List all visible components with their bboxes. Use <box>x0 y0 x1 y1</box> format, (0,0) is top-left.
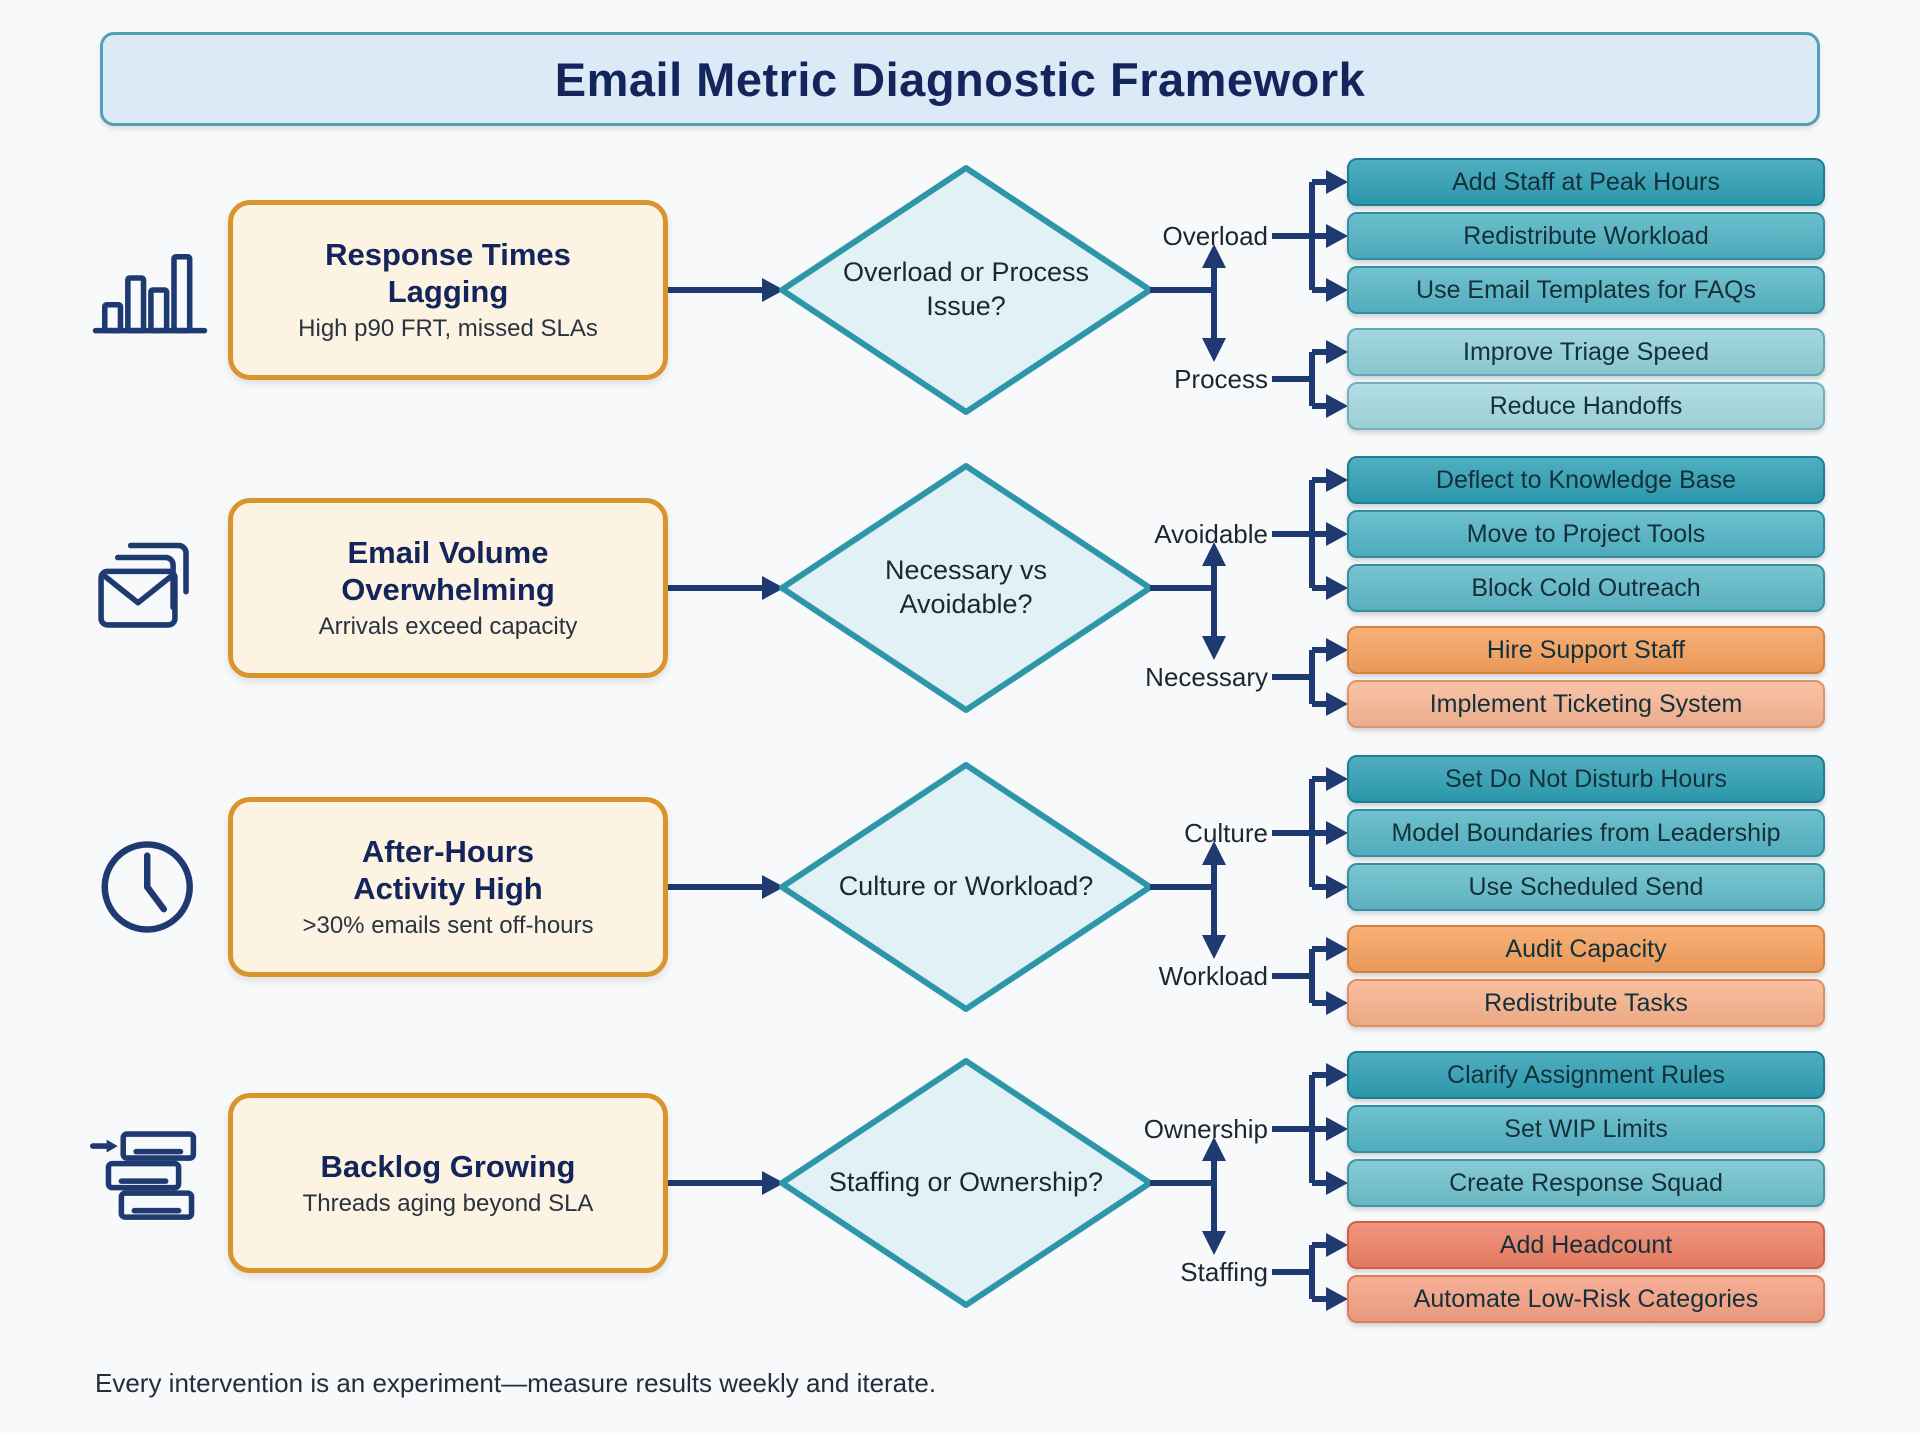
branch-label: Staffing <box>1180 1257 1268 1287</box>
action-box: Audit Capacity <box>1347 925 1825 973</box>
action-box: Clarify Assignment Rules <box>1347 1051 1825 1099</box>
action-box: Add Staff at Peak Hours <box>1347 158 1825 206</box>
action-box: Improve Triage Speed <box>1347 328 1825 376</box>
action-box: Use Scheduled Send <box>1347 863 1825 911</box>
problem-subtitle: >30% emails sent off-hours <box>302 912 594 940</box>
page-title: Email Metric Diagnostic Framework <box>554 52 1366 106</box>
title-box: Email Metric Diagnostic Framework <box>100 32 1820 126</box>
backlog-stack-icon <box>85 1118 215 1248</box>
problem-title: Backlog Growing <box>320 1148 576 1184</box>
problem-card: Backlog Growing Threads aging beyond SLA <box>228 1093 668 1273</box>
branch-label: Ownership <box>1143 1114 1268 1144</box>
problem-title: After-Hours Activity High <box>353 834 543 906</box>
branch-label: Process <box>1174 364 1268 394</box>
action-box: Reduce Handoffs <box>1347 382 1825 430</box>
problem-card: After-Hours Activity High >30% emails se… <box>228 797 668 977</box>
decision-question: Overload or Process Issue? <box>842 257 1090 321</box>
problem-subtitle: Arrivals exceed capacity <box>318 613 578 641</box>
action-box: Move to Project Tools <box>1347 510 1825 558</box>
decision-question: Culture or Workload? <box>838 871 1094 902</box>
envelopes-icon <box>85 523 215 653</box>
action-box: Set WIP Limits <box>1347 1105 1825 1153</box>
action-box: Automate Low-Risk Categories <box>1347 1275 1825 1323</box>
problem-card: Response Times Lagging High p90 FRT, mis… <box>228 200 668 380</box>
branch-label: Necessary <box>1145 662 1268 692</box>
problem-subtitle: Threads aging beyond SLA <box>302 1190 594 1218</box>
branch-label: Culture <box>1184 818 1268 848</box>
problem-title: Response Times Lagging <box>325 237 571 309</box>
problem-title: Email Volume Overwhelming <box>341 535 555 607</box>
action-box: Create Response Squad <box>1347 1159 1825 1207</box>
bar-chart-icon <box>85 225 215 355</box>
action-box: Add Headcount <box>1347 1221 1825 1269</box>
clock-icon <box>85 822 215 952</box>
action-box: Use Email Templates for FAQs <box>1347 266 1825 314</box>
decision-question: Staffing or Ownership? <box>828 1167 1104 1198</box>
action-box: Model Boundaries from Leadership <box>1347 809 1825 857</box>
action-box: Deflect to Knowledge Base <box>1347 456 1825 504</box>
action-box: Block Cold Outreach <box>1347 564 1825 612</box>
branch-label: Overload <box>1162 221 1269 251</box>
branch-label: Avoidable <box>1154 519 1268 549</box>
action-box: Redistribute Tasks <box>1347 979 1825 1027</box>
action-box: Set Do Not Disturb Hours <box>1347 755 1825 803</box>
action-box: Implement Ticketing System <box>1347 680 1825 728</box>
decision-question: Necessary vs Avoidable? <box>884 555 1048 619</box>
action-box: Hire Support Staff <box>1347 626 1825 674</box>
footer-note: Every intervention is an experiment—meas… <box>95 1368 937 1398</box>
problem-card: Email Volume Overwhelming Arrivals excee… <box>228 498 668 678</box>
problem-subtitle: High p90 FRT, missed SLAs <box>298 315 598 343</box>
branch-label: Workload <box>1158 961 1268 991</box>
action-box: Redistribute Workload <box>1347 212 1825 260</box>
